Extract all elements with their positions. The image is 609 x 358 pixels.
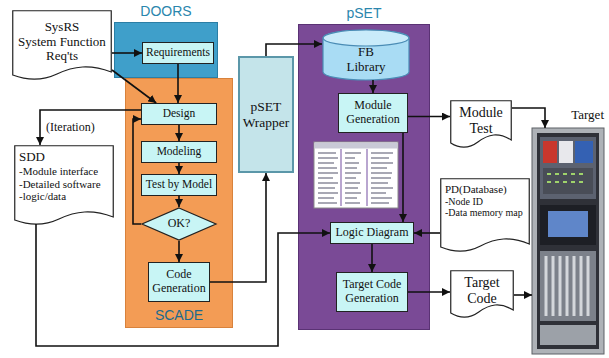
flow-arrow [371,244,373,272]
document-shape: PD(Database)-Node ID-Data memory map [440,178,530,254]
document-line: -Data memory map [445,207,523,219]
node-label: Test by Model [146,178,212,191]
flow-arrow [133,119,141,224]
screenshot-column [340,149,342,206]
cabinet-frame [532,128,604,354]
note-holder: (Iteration) [46,121,95,135]
screenshot-header [315,143,398,149]
node-label: FB Library [344,45,388,75]
cabinet-interior [537,133,599,349]
flow-arrow [210,173,266,282]
flow-arrow [178,163,180,174]
node-label: SysRS [45,20,80,35]
document-line: -Detailed software [19,178,101,191]
node-label: Target Code Generation [339,278,405,306]
document-outline [15,146,114,224]
region-title: DOORS [115,3,217,19]
region-title: SCADE [126,307,232,323]
cabinet-rack [543,168,593,194]
screenshot-column [366,149,368,206]
flow-arrow [408,291,450,293]
flow-arrow [178,241,180,262]
diamond-outline [142,208,216,240]
node-label: Module Generation [341,99,405,127]
cylinder-body [323,30,409,80]
cabinet-base [540,325,596,345]
cabinet-module [543,141,557,163]
screenshot-figure [314,142,398,208]
wrapper-box: pSET Wrapper [238,56,294,173]
flow-arrow [40,110,141,145]
document-outline [451,101,512,147]
screenshot-frame [314,142,398,208]
process-box: Design [141,103,217,125]
cabinet-figure [532,128,604,354]
flow-arrow [402,133,404,222]
cylinder-top [323,30,409,46]
node-label: Code Generation [151,268,207,296]
process-box: Code Generation [148,262,210,302]
flow-arrow [178,125,180,141]
document-outline [441,179,530,251]
node-label: Modeling [157,145,202,158]
document-line: -logic/data [19,190,66,203]
process-box: Target Code Generation [336,272,408,312]
flow-arrow [414,232,440,234]
process-box: Logic Diagram [330,222,414,244]
decision-diamond: OK? [141,207,217,241]
flow-arrow [112,70,156,103]
flow-arrow [178,196,180,207]
flow-arrow [112,52,142,54]
flow-arrow [514,294,532,296]
process-box: Module Generation [338,93,408,133]
region-title: pSET [299,5,429,21]
iteration-note: (Iteration) [46,121,95,135]
tool-region: DOORSRequirements [114,22,218,78]
flow-arrow [36,224,330,346]
cabinet-io-cards [546,256,588,316]
node-label: Target Code [453,275,511,307]
document-line: -Module interface [19,165,98,178]
cabinet-module [575,141,593,163]
document-shape: Target Code [450,270,514,320]
document-outline [13,11,112,79]
flow-arrow [372,80,374,93]
target-title: Target [532,108,604,123]
node-label: Design [163,107,196,120]
cabinet-leds [547,174,583,182]
node-label: Logic Diagram [336,226,409,240]
process-box: Test by Model [141,174,217,196]
process-box: Requirements [142,42,214,64]
flow-arrow [266,44,322,56]
flow-arrow [177,64,179,103]
cabinet-screen [548,211,588,237]
cabinet-io-bay [540,251,596,321]
document-shape: SDD-Module interface-Detailed software-l… [14,145,114,227]
document-title: PD(Database) [445,183,507,196]
cabinet-display-bay [540,205,596,245]
tool-region: SCADE DesignModelingTest by ModelOK? Code … [125,78,233,328]
flow-arrow [512,108,545,128]
screenshot-rows [318,153,393,203]
node-label: pSET Wrapper [242,99,290,130]
library-cylinder: FB Library [322,30,410,80]
document-outline [451,271,514,317]
document-line: -Node ID [445,196,483,208]
cabinet-shelf [540,137,596,199]
node-label: System Function Req'ts [15,35,109,65]
node-label: Requirements [146,46,210,59]
node-label: Module Test [453,105,509,137]
flow-arrow [408,116,450,118]
document-shape: Module Test [450,100,512,150]
process-box: Modeling [141,141,217,163]
document-title: SDD [19,150,45,165]
node-label: OK? [168,217,191,231]
cabinet-module [559,141,573,163]
document-shape: SysRSSystem Function Req'ts [12,10,112,82]
